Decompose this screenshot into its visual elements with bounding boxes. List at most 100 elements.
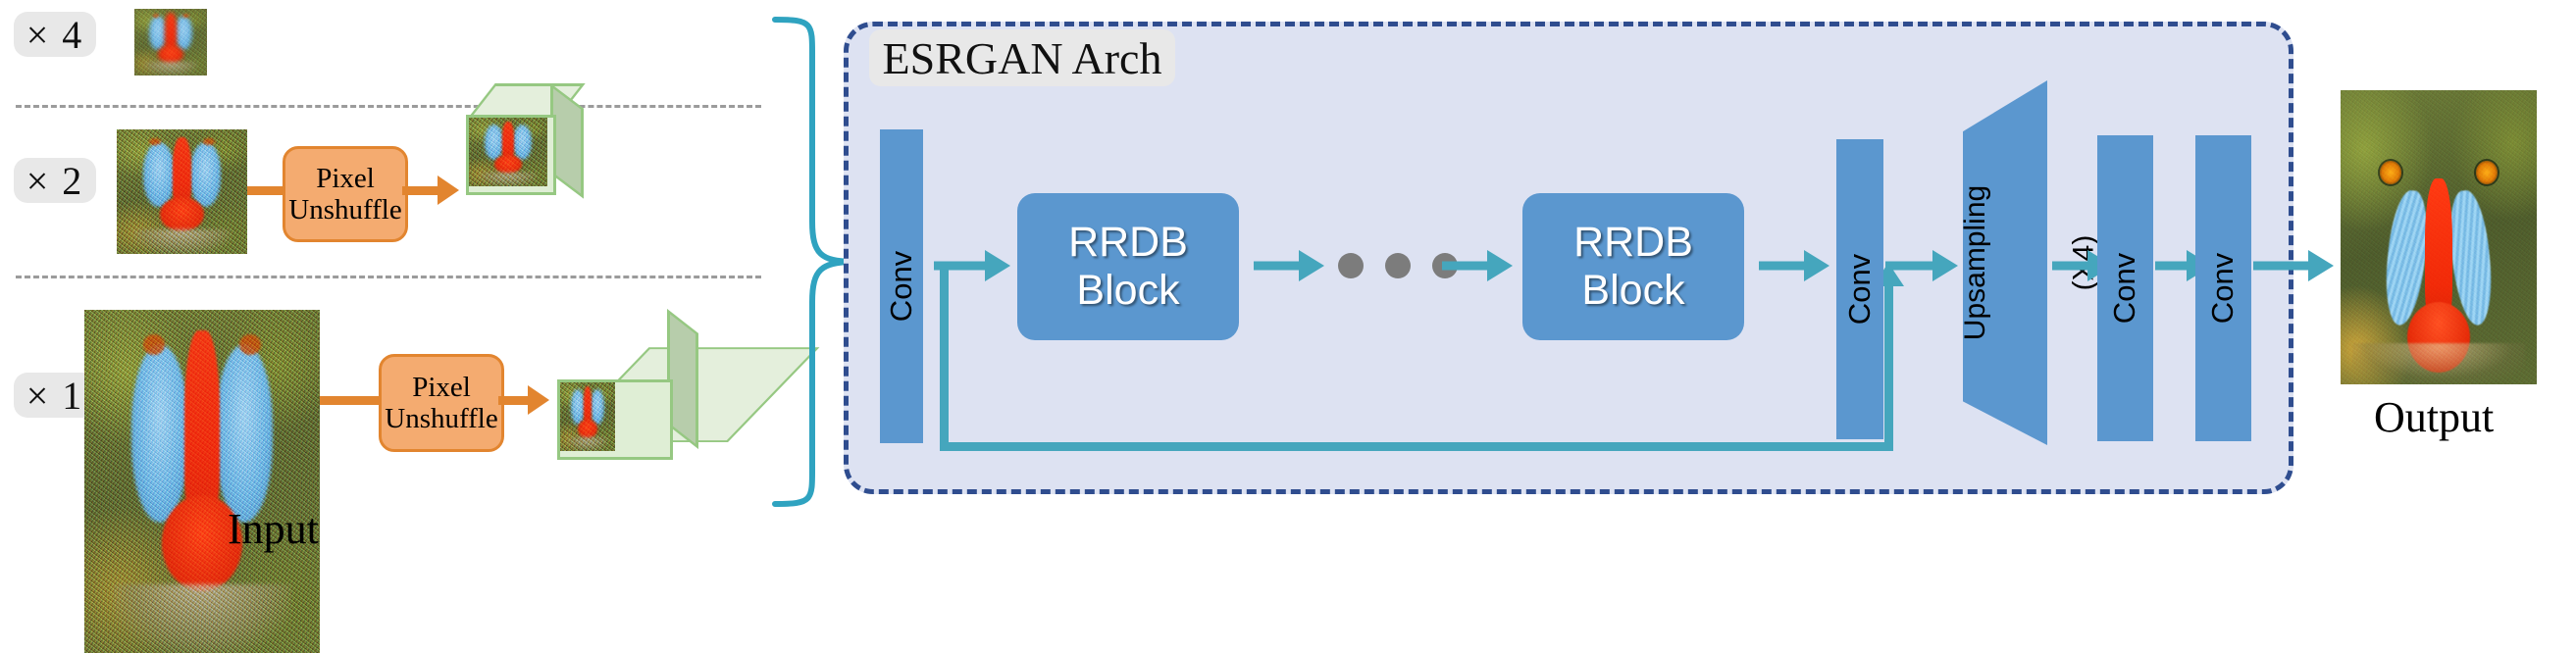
output-eye-right <box>2476 161 2498 184</box>
cube-front-thumbnail <box>469 118 547 186</box>
skip-connection-1-horizontal <box>940 442 1893 451</box>
thumb-eye-left <box>149 137 162 146</box>
thumb-cheek-left <box>485 125 504 161</box>
thumb-noise-overlay <box>469 118 547 186</box>
arrow-shaft <box>1442 261 1489 271</box>
thumb-eye-right <box>202 137 215 146</box>
thumb-eye-left <box>152 13 160 18</box>
scale-badge-x1-label: × 1 <box>26 373 84 418</box>
upsampling-label-line1: Upsampling <box>1959 184 1992 341</box>
arrow-head <box>1487 250 1513 281</box>
pixel-unshuffle-label-line2: Unshuffle <box>288 194 402 226</box>
thumb-nose <box>172 136 192 210</box>
thumb-muzzle <box>158 44 183 64</box>
scale-badge-x2-label: × 2 <box>26 158 84 203</box>
thumb-noise-overlay <box>560 382 615 451</box>
esrgan-arch-title-badge: ESRGAN Arch <box>869 29 1175 86</box>
pixel-unshuffle-label-line1: Pixel <box>316 162 375 194</box>
unshuffle-output-arrow-x2 <box>438 176 459 205</box>
input-caption: Input <box>228 505 319 553</box>
thumb-muzzle <box>162 495 242 591</box>
pixel-unshuffle-box-x2: Pixel Unshuffle <box>283 146 408 242</box>
arrow-head <box>2308 250 2334 281</box>
thumb-muzzle <box>494 154 522 175</box>
conv-block-1-label: Conv <box>884 250 918 323</box>
thumb-cheek-right <box>175 15 193 51</box>
thumb-eye-right <box>239 333 261 355</box>
thumb-noise-overlay <box>84 310 320 653</box>
arrow-shaft <box>2052 261 2089 271</box>
arrow-shaft <box>1254 261 1301 271</box>
rrdb-block-1-line1: RRDB <box>1068 218 1188 266</box>
rrdb-block-2-line2: Block <box>1581 267 1685 314</box>
rrdb-block-2-line1: RRDB <box>1573 218 1693 266</box>
thumb-cheek-right <box>512 125 532 161</box>
scale-badge-x2: × 2 <box>14 158 96 203</box>
thumb-beard <box>142 62 199 75</box>
arrow-shaft <box>2155 261 2189 271</box>
arrow-head <box>1804 250 1829 281</box>
unshuffle-output-line-x1 <box>498 396 530 405</box>
thumb-beard <box>478 173 539 186</box>
pixel-unshuffle-label-line1: Pixel <box>412 371 471 403</box>
rrdb-block-1-line2: Block <box>1076 267 1180 314</box>
rrdb-ellipsis-dots <box>1338 253 1458 278</box>
upsampling-label-group: Upsampling (X4) <box>1959 80 2100 445</box>
output-beard <box>2352 343 2525 384</box>
slab-front-thumbnail <box>560 382 615 451</box>
input-thumbnail-x1 <box>84 310 320 653</box>
arrow-head <box>1299 250 1324 281</box>
unshuffled-tensor-cube-x2 <box>466 83 593 201</box>
thumb-cheek-right <box>591 389 604 426</box>
output-noise-overlay <box>2341 90 2537 384</box>
output-image <box>2341 90 2537 384</box>
upsampling-block: Upsampling (X4) <box>1959 80 2100 445</box>
scale-badge-x1: × 1 <box>14 373 96 418</box>
thumb-cheek-left <box>142 141 175 207</box>
upsampling-trapezoid-shape <box>1963 80 2047 445</box>
pixel-unshuffle-box-x1: Pixel Unshuffle <box>379 354 504 452</box>
thumb-nose <box>502 122 514 162</box>
thumb-cheek-left <box>131 344 188 523</box>
thumb-noise-overlay <box>117 129 247 254</box>
arrow-shaft <box>2253 261 2310 271</box>
input-thumbnail-x4 <box>134 9 207 75</box>
thumb-cheek-left <box>148 15 167 51</box>
scale-badge-x4: × 4 <box>14 12 96 57</box>
thumb-cheek-right <box>216 344 273 523</box>
unshuffle-output-arrow-x1 <box>528 385 549 415</box>
thumb-cheek-right <box>189 141 222 207</box>
unshuffle-input-line-x2 <box>247 186 283 195</box>
skip-connection-1-riser <box>1884 284 1893 451</box>
thumb-cheek-left <box>571 389 585 426</box>
thumb-muzzle <box>159 196 205 232</box>
ellipsis-dot <box>1338 253 1364 278</box>
unshuffle-output-line-x2 <box>402 186 439 195</box>
arrow-head <box>1932 250 1958 281</box>
unshuffled-tensor-slab-x1 <box>557 289 820 485</box>
output-eye-left <box>2380 161 2401 184</box>
input-thumbnail-x2 <box>117 129 247 254</box>
rrdb-block-2: RRDB Block <box>1522 193 1744 340</box>
row-separator-bottom <box>16 276 761 278</box>
conv-block-2-label: Conv <box>1842 253 1877 326</box>
arrow-shaft <box>1759 261 1806 271</box>
conv-block-3-label: Conv <box>2107 252 2142 325</box>
esrgan-arch-title: ESRGAN Arch <box>882 32 1162 83</box>
thumb-eye-left <box>143 333 165 355</box>
pixel-unshuffle-label-line2: Unshuffle <box>385 403 498 434</box>
figure-canvas: × 4 × 2 × 1 Pixel Unshuffle <box>14 9 2537 653</box>
thumb-eye-right <box>181 13 189 18</box>
conv-block-3: Conv <box>2097 135 2153 441</box>
skip-connection-1-vertical <box>940 265 949 451</box>
thumb-beard <box>131 228 232 254</box>
thumb-nose <box>583 386 592 427</box>
conv-block-4: Conv <box>2195 135 2251 441</box>
ellipsis-dot <box>1385 253 1411 278</box>
output-caption: Output <box>2374 393 2495 441</box>
conv-block-1: Conv <box>880 129 923 443</box>
thumb-nose <box>165 13 177 52</box>
conv-block-2: Conv <box>1836 139 1883 439</box>
unshuffle-input-line-x1 <box>320 396 379 405</box>
arrow-shaft <box>934 261 987 271</box>
